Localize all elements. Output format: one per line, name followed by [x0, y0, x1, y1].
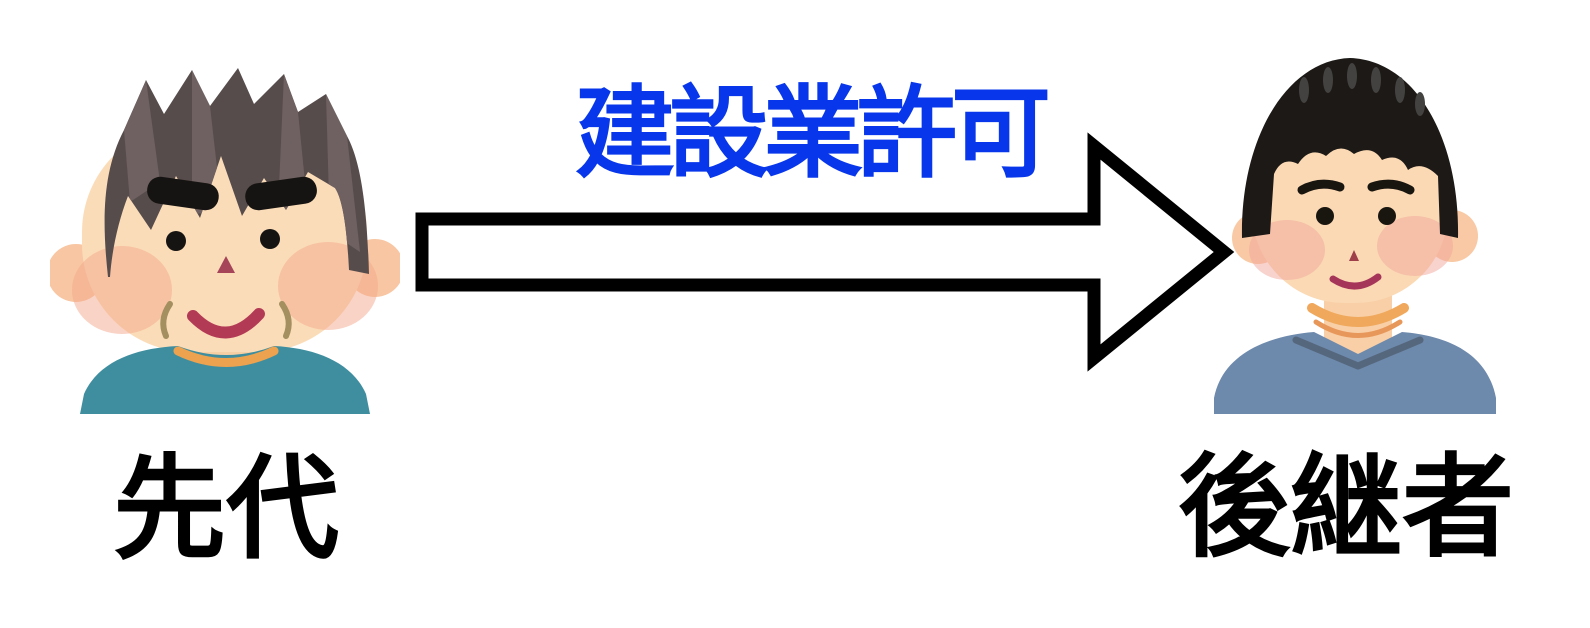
older-man-left-eye [166, 231, 186, 251]
older-man-right-eye [260, 229, 280, 249]
young-man-illustration [1214, 58, 1496, 414]
young-man-neck-band [1307, 303, 1409, 327]
right-arrow-icon [415, 132, 1235, 372]
older-man-left-cheek [72, 246, 172, 334]
right-figure-label: 後継者 [1178, 445, 1514, 570]
young-man-shirt [1214, 332, 1496, 414]
young-man-right-eyebrow [1367, 179, 1415, 195]
young-man-left-cheek [1249, 220, 1325, 280]
young-man-hair-texture [1299, 63, 1425, 116]
older-man-left-wrinkle [160, 301, 173, 339]
older-man-right-eyebrow [245, 176, 317, 211]
older-man-left-eyebrow [147, 176, 219, 211]
young-man-neck-band-line [1313, 319, 1403, 338]
older-man-spiky-hair [104, 68, 369, 277]
older-man-smile [187, 308, 265, 339]
young-man-nose [1349, 250, 1359, 261]
young-man-smile [1329, 273, 1382, 290]
young-man-left-eye [1316, 207, 1334, 225]
older-man-illustration [50, 68, 400, 414]
older-man-shirt [80, 346, 370, 414]
arrow-label: 建設業許可 [575, 78, 1051, 190]
young-man-left-eyebrow [1297, 179, 1345, 195]
left-figure-label: 先代 [113, 446, 339, 572]
older-man-right-wrinkle [279, 301, 292, 339]
older-man-nose [217, 256, 235, 273]
older-man-collar [173, 346, 279, 367]
young-man-hair [1241, 58, 1459, 238]
young-man-right-eye [1378, 207, 1396, 225]
young-man-right-cheek [1377, 216, 1453, 276]
young-man-collar-line [1292, 336, 1424, 370]
